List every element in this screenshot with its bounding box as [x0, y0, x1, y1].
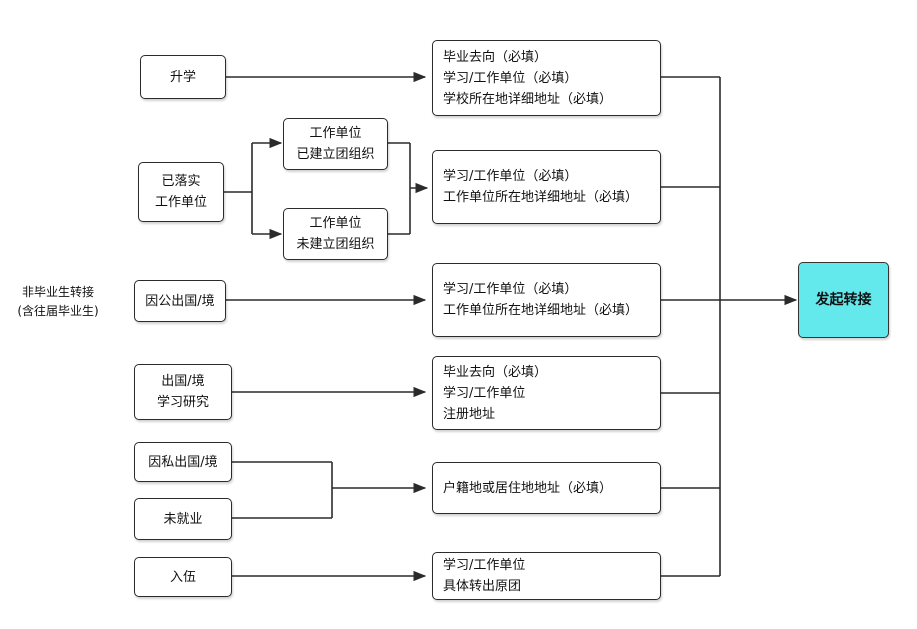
category-ruwu: 入伍 [134, 557, 232, 597]
category-yinsi: 因私出国/境 [134, 442, 232, 482]
category-chuguo: 出国/境 学习研究 [134, 364, 232, 420]
root-label-line2: (含往届毕业生) [17, 304, 99, 318]
suboption-weijianli: 工作单位 未建立团组织 [283, 208, 388, 260]
category-shengxue: 升学 [140, 55, 226, 99]
category-luoshi: 已落实 工作单位 [138, 162, 224, 222]
requirements-box-6: 学习/工作单位 具体转出原团 [432, 552, 661, 600]
requirements-box-1: 毕业去向（必填） 学习/工作单位（必填） 学校所在地详细地址（必填） [432, 40, 661, 116]
requirements-box-2: 学习/工作单位（必填） 工作单位所在地详细地址（必填） [432, 150, 661, 224]
root-label-line1: 非毕业生转接 [21, 285, 94, 299]
category-weijiuye: 未就业 [134, 498, 232, 540]
final-action-box: 发起转接 [798, 262, 889, 338]
category-yingong: 因公出国/境 [134, 280, 226, 322]
requirements-box-5: 户籍地或居住地地址（必填） [432, 462, 661, 514]
suboption-jianli: 工作单位 已建立团组织 [283, 118, 388, 170]
requirements-box-3: 学习/工作单位（必填） 工作单位所在地详细地址（必填） [432, 263, 661, 337]
root-label: 非毕业生转接 (含往届毕业生) [4, 283, 112, 321]
requirements-box-4: 毕业去向（必填） 学习/工作单位 注册地址 [432, 356, 661, 430]
